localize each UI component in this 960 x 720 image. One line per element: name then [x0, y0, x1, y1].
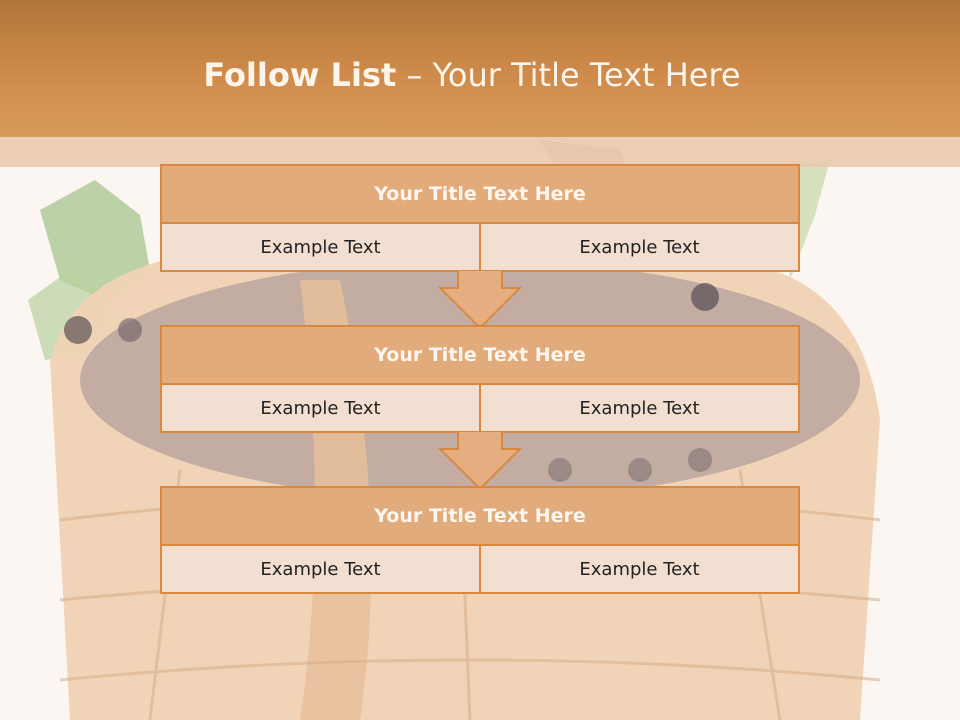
block-row: Example Text Example Text: [162, 224, 798, 270]
block-title: Your Title Text Here: [162, 327, 798, 385]
block-cell-right: Example Text: [479, 385, 798, 431]
slide-title: Follow List – Your Title Text Here: [0, 56, 944, 94]
block-cell-right: Example Text: [479, 546, 798, 592]
down-arrow-icon: [438, 270, 522, 330]
block-cell-right: Example Text: [479, 224, 798, 270]
block-cell-left: Example Text: [162, 546, 479, 592]
list-block-2: Your Title Text Here Example Text Exampl…: [160, 325, 800, 433]
list-block-3: Your Title Text Here Example Text Exampl…: [160, 486, 800, 594]
block-cell-left: Example Text: [162, 224, 479, 270]
slide-title-rest: – Your Title Text Here: [396, 56, 741, 94]
block-row: Example Text Example Text: [162, 385, 798, 431]
down-arrow-icon: [438, 431, 522, 491]
block-row: Example Text Example Text: [162, 546, 798, 592]
block-title: Your Title Text Here: [162, 166, 798, 224]
slide-title-strong: Follow List: [203, 56, 397, 94]
block-title: Your Title Text Here: [162, 488, 798, 546]
header-band: [0, 0, 960, 137]
block-cell-left: Example Text: [162, 385, 479, 431]
list-block-1: Your Title Text Here Example Text Exampl…: [160, 164, 800, 272]
header-subband: [0, 137, 960, 167]
